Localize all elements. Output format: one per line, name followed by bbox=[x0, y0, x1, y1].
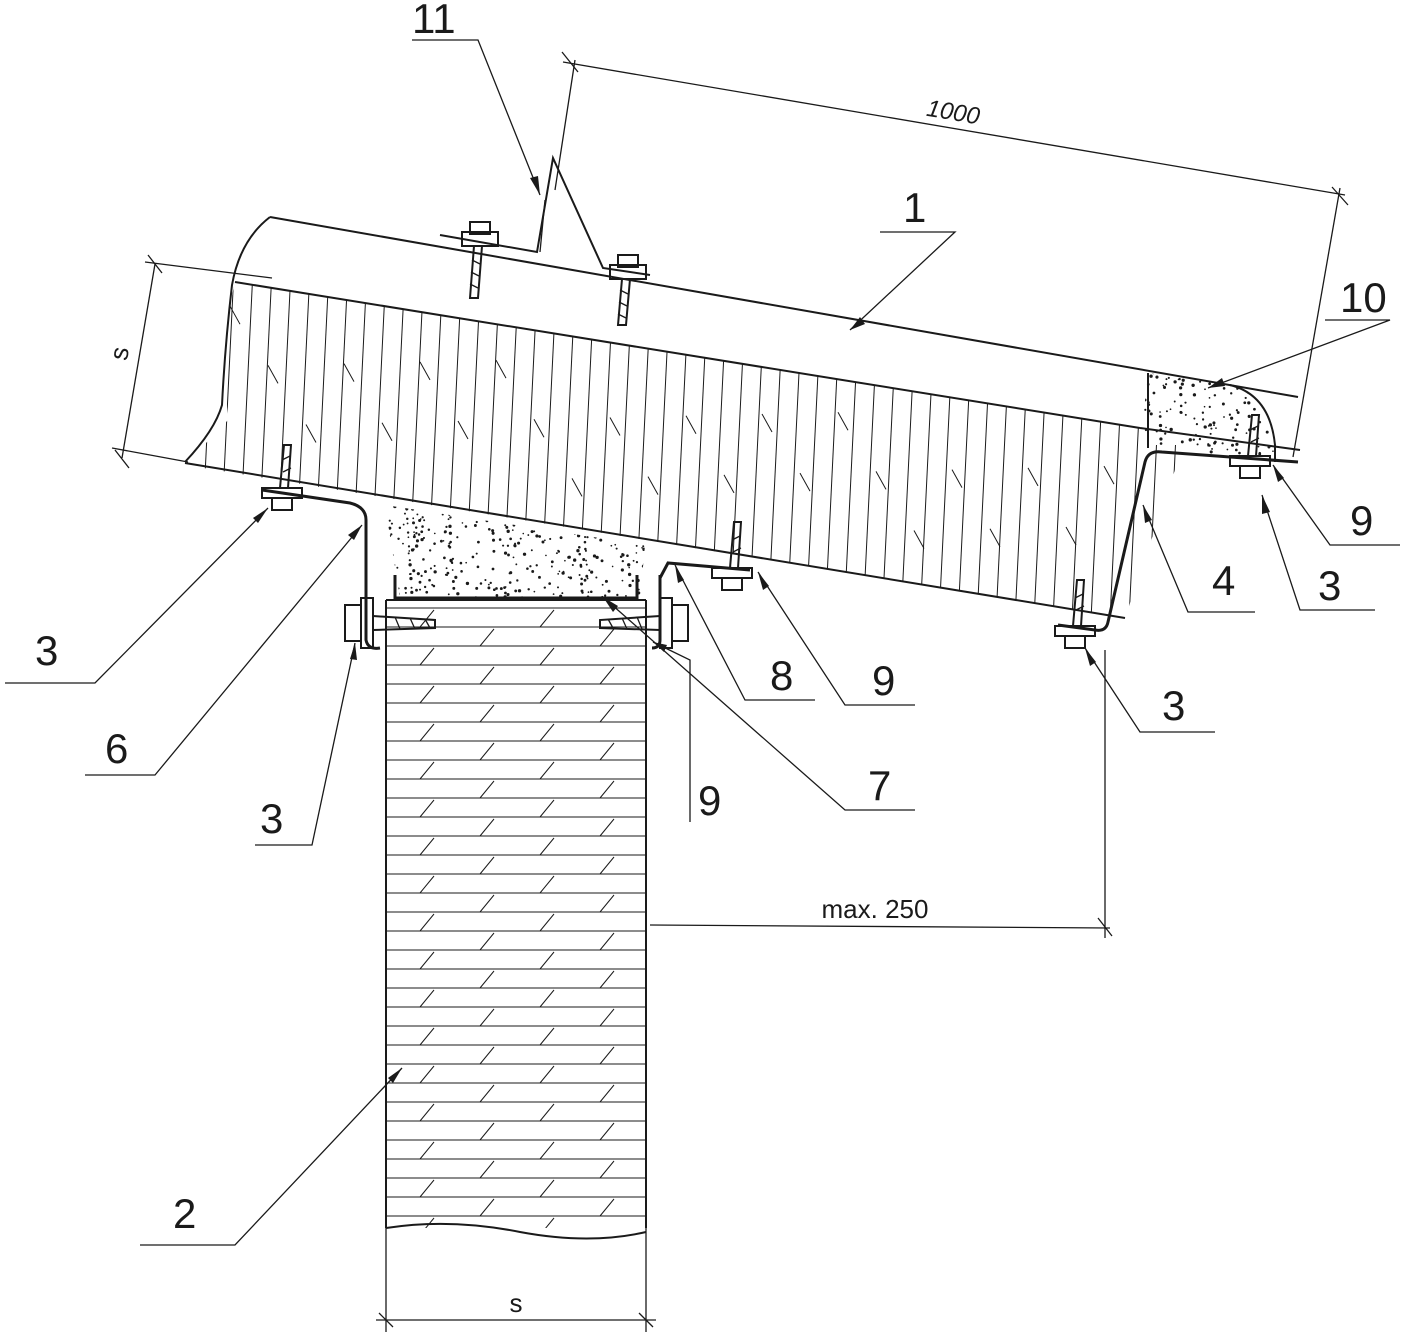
flashing-7b bbox=[658, 561, 751, 579]
screw-bottom-4-icon bbox=[1229, 414, 1271, 479]
label-3-left-middle: 3 bbox=[260, 795, 283, 842]
callout-leaders bbox=[5, 39, 1400, 1246]
dimension-max-250: max. 250 bbox=[649, 650, 1113, 938]
dimension-s-top: s bbox=[103, 254, 273, 469]
wall-panel bbox=[385, 599, 647, 1240]
foam-filler-10 bbox=[1143, 373, 1276, 462]
label-10: 10 bbox=[1340, 274, 1387, 321]
label-3-left: 3 bbox=[35, 627, 58, 674]
label-8: 8 bbox=[770, 652, 793, 699]
label-1: 1 bbox=[903, 184, 926, 231]
roof-panel bbox=[184, 216, 1301, 619]
screw-bottom-2-icon bbox=[711, 521, 753, 591]
label-3-right: 3 bbox=[1162, 682, 1185, 729]
label-6: 6 bbox=[105, 725, 128, 772]
label-4: 4 bbox=[1212, 557, 1235, 604]
label-3-far-right: 3 bbox=[1318, 562, 1341, 609]
label-9-right: 9 bbox=[1350, 497, 1373, 544]
screw-top-right-icon bbox=[609, 254, 647, 326]
screw-bottom-3-icon bbox=[1054, 579, 1096, 649]
dimension-max-250-label: max. 250 bbox=[822, 894, 929, 924]
dimension-s-bottom-label: s bbox=[510, 1288, 523, 1318]
foam-filler-8 bbox=[385, 505, 645, 598]
label-9-lower: 9 bbox=[698, 777, 721, 824]
label-7: 7 bbox=[868, 762, 891, 809]
screw-bottom-1-icon bbox=[261, 444, 303, 511]
callout-labels: 11 1 10 9 3 4 3 9 8 7 9 3 6 3 2 bbox=[35, 0, 1387, 1237]
label-2: 2 bbox=[173, 1190, 196, 1237]
screw-wall-left-icon bbox=[344, 597, 436, 649]
dimension-s-top-label: s bbox=[103, 344, 135, 362]
label-11: 11 bbox=[412, 0, 456, 42]
screw-top-left-icon bbox=[461, 221, 499, 299]
flashing-4 bbox=[1057, 450, 1299, 632]
label-9-middle: 9 bbox=[872, 657, 895, 704]
fasteners bbox=[261, 221, 1271, 649]
ridge-flashing-11 bbox=[439, 154, 651, 276]
dimension-s-bottom: s bbox=[376, 1228, 656, 1332]
dimension-1000: 1000 bbox=[554, 51, 1349, 458]
